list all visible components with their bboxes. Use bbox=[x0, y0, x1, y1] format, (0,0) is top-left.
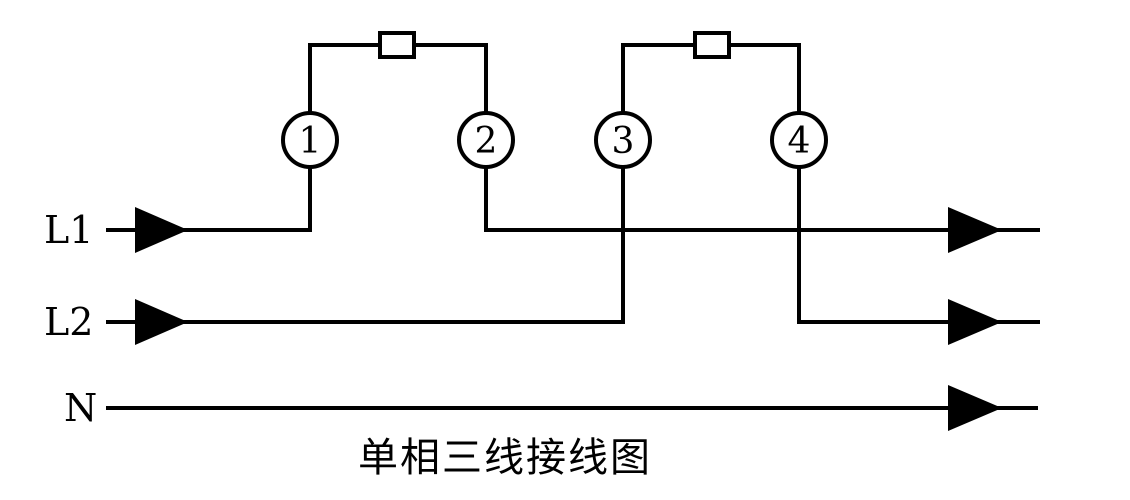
fuse-1-loop-wire bbox=[308, 43, 488, 142]
l1-output-arrow bbox=[948, 207, 1002, 253]
fuse-2 bbox=[693, 31, 731, 59]
terminal-1-label: 1 bbox=[299, 121, 322, 162]
l2-output-arrow bbox=[948, 299, 1002, 345]
fuse-2-loop-wire bbox=[621, 43, 801, 142]
terminal-3-label: 3 bbox=[612, 121, 635, 162]
line-label-l1: L1 bbox=[44, 208, 93, 252]
terminal-2 bbox=[457, 111, 515, 169]
terminal-4 bbox=[770, 111, 828, 169]
terminal-3 bbox=[594, 111, 652, 169]
l1-input-arrow bbox=[135, 207, 188, 253]
line-label-l2: L2 bbox=[44, 300, 93, 344]
diagram-caption: 单相三线接线图 bbox=[358, 435, 652, 481]
n-output-arrow bbox=[948, 385, 1002, 431]
l1-output-wire bbox=[484, 138, 1040, 232]
terminal-4-label: 4 bbox=[788, 121, 811, 162]
l2-input-wire bbox=[106, 138, 625, 324]
fuse-1 bbox=[378, 31, 416, 59]
terminal-1 bbox=[281, 111, 339, 169]
terminal-2-label: 2 bbox=[475, 121, 498, 162]
line-label-n: N bbox=[64, 386, 97, 430]
l2-input-arrow bbox=[135, 299, 188, 345]
